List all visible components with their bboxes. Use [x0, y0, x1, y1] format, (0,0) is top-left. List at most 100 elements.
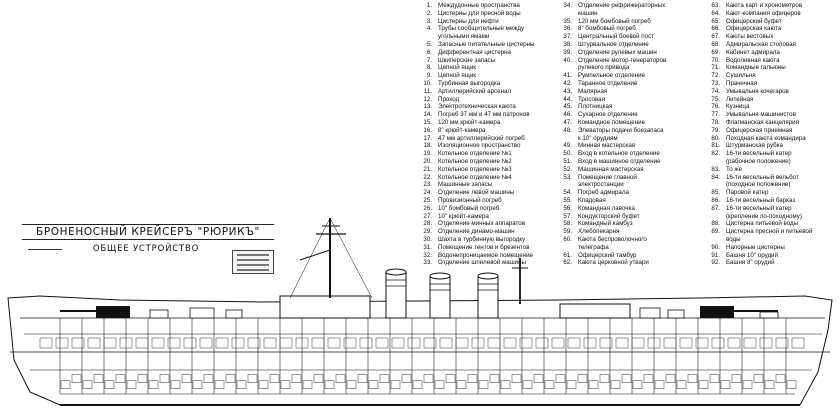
legend-item: 23.Машинные запасы — [418, 181, 534, 189]
legend-text: воды — [726, 235, 741, 243]
legend-number: 78. — [711, 118, 720, 126]
legend-text: Штурвальное отделение — [578, 40, 649, 48]
legend-item: 10.Турбинная выгородка — [418, 80, 534, 88]
legend-item: 56.Командная лавочка — [558, 205, 666, 213]
battery-deck-cell — [103, 337, 117, 349]
legend-number: 80. — [711, 134, 720, 142]
battery-deck-cell — [359, 337, 373, 349]
legend-text: Помещение тентов и брезентов — [438, 243, 530, 251]
compartment-cell — [500, 380, 511, 389]
legend-item: 15.120 мм крюйт-камера — [418, 119, 534, 127]
battery-deck-cell — [663, 337, 677, 349]
legend-number: 13. — [423, 103, 432, 111]
legend-item: 48.Элеваторы подачи боезапаса — [558, 127, 666, 135]
legend-number: 54. — [563, 189, 572, 197]
compartment-cell — [775, 374, 786, 383]
legend-number: 8. — [426, 64, 432, 72]
battery-deck-cell — [135, 337, 149, 349]
legend-text: Цистерна пресной и питьевой — [726, 228, 813, 236]
battery-deck-cell — [119, 337, 133, 349]
legend-item: 80.Походная каюта командира — [706, 135, 812, 143]
legend-item: 43.Малярная — [558, 88, 666, 96]
battery-deck-cell — [759, 337, 773, 349]
legend-item: (походное положение) — [706, 181, 812, 189]
legend-item: 37.Центральный боевой пост — [558, 33, 666, 41]
legend-number: 23. — [423, 181, 432, 189]
legend-item: 11.Артиллерийский арсенал — [418, 88, 534, 96]
legend-item: 5.Запасные питательные цистерны — [418, 41, 535, 49]
legend-item: телеграфа — [558, 244, 666, 252]
compartment-cell — [335, 374, 346, 383]
battery-deck-cell — [231, 337, 245, 349]
legend-item: 19.Котельное отделение №1 — [418, 150, 534, 158]
legend-item: 54.Погреб адмирала — [558, 189, 666, 197]
legend-text: Отделение рулевых машин — [578, 48, 657, 56]
legend-number: 84. — [711, 173, 720, 181]
battery-deck-cell — [471, 337, 485, 349]
legend-number: 92. — [711, 259, 720, 267]
battery-deck-cell — [647, 337, 661, 349]
legend-text: Каюта церковной утвари — [578, 259, 649, 267]
compartment-cell — [522, 380, 533, 389]
legend-text: Вход в машинное отделение — [578, 157, 661, 165]
legend-text: Проход — [438, 95, 460, 103]
compartment-cell — [698, 380, 709, 389]
compartment-cell — [71, 374, 82, 383]
legend-item: электростанции — [558, 181, 666, 189]
compartment-cell — [302, 380, 313, 389]
legend-item: 49.Минная мастерская — [558, 142, 666, 150]
aft-turret — [700, 306, 734, 318]
legend-number: 77. — [711, 111, 720, 119]
legend-text: Кладовая — [578, 196, 606, 204]
legend-text: Минная мастерская — [578, 142, 636, 150]
legend-text: Водоливная каюта — [726, 56, 780, 64]
compartment-cell — [533, 374, 544, 383]
legend-item: 87.16-ти весельный катер — [706, 205, 812, 213]
legend-item: 66.Офицерская каюта — [706, 25, 812, 33]
compartment-cell — [654, 380, 665, 389]
compartment-cell — [621, 374, 632, 383]
legend-number: 81. — [711, 142, 720, 150]
battery-deck-cell — [151, 337, 165, 349]
compartment-cell — [665, 374, 676, 383]
legend-number: 63. — [711, 2, 720, 9]
legend-number: 35. — [563, 17, 572, 25]
legend-number: 83. — [711, 165, 720, 173]
legend-item: 6.Дифферентная цистерна — [418, 49, 534, 57]
legend-item: 28.Отделение минных аппаратов — [418, 220, 534, 228]
legend-text: Дифферентная цистерна — [438, 48, 511, 56]
legend-number: 56. — [563, 204, 572, 212]
legend-number: 76. — [711, 103, 720, 111]
battery-deck-cell — [247, 337, 261, 349]
compartment-cell — [489, 374, 500, 383]
legend-text: Умывальня кочегаров — [726, 87, 789, 95]
compartment-cell — [104, 380, 115, 389]
legend-item: 64.Кают-компания офицеров — [706, 10, 812, 18]
legend-item: 68.Адмиральская столовая — [706, 41, 812, 49]
battery-deck-cell — [743, 337, 757, 349]
battery-deck-cell — [295, 337, 309, 349]
legend-item: 50.Вход в котельное отделение — [558, 150, 666, 158]
legend-number: 69. — [711, 48, 720, 56]
legend-item: 34.Отделение рефрижераторных — [558, 2, 666, 10]
compartment-cell — [467, 374, 478, 383]
compartment-cell — [60, 380, 71, 389]
legend-item: 86.16-ти весельный барказ — [706, 197, 812, 205]
legend-text: Котельное отделение №4 — [438, 173, 512, 181]
compartment-cell — [192, 380, 203, 389]
legend-number: 57. — [563, 212, 572, 220]
legend-number: 59. — [563, 228, 572, 236]
legend-text: Командные гальюны — [726, 64, 786, 72]
legend-item: 2.Цистерны для пресной воды — [418, 10, 534, 18]
compartment-cell — [599, 374, 610, 383]
legend-text: Хлебопекарня — [578, 228, 620, 236]
legend-text: То же — [726, 165, 743, 173]
legend-item: 75.Литейная — [706, 96, 812, 104]
battery-deck-cell — [599, 337, 613, 349]
legend-number: 82. — [711, 150, 720, 158]
compartment-cell — [82, 380, 93, 389]
compartment-cell — [676, 380, 687, 389]
compartment-cell — [181, 374, 192, 383]
legend-number: 79. — [711, 126, 720, 134]
